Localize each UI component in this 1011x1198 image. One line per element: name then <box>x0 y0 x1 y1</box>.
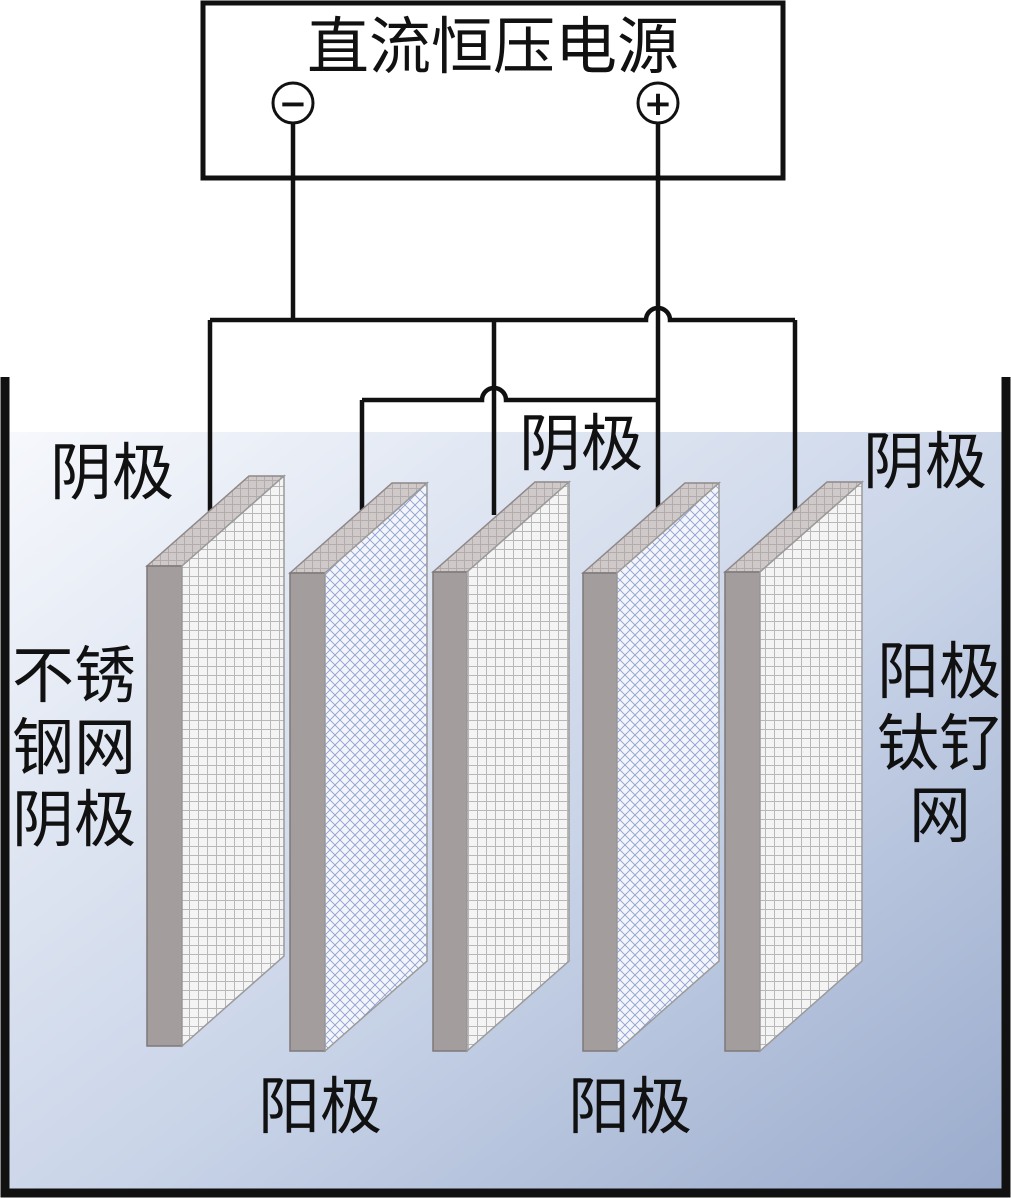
label-anode-material-line3: 网 <box>909 779 971 852</box>
plate-anode-2 <box>581 481 721 1053</box>
tank-walls <box>0 377 1011 1198</box>
electrode-plates <box>145 474 864 1053</box>
plate-anode-1 <box>288 481 429 1053</box>
label-anode-material-line1: 阳极 <box>877 635 1001 708</box>
anode-bus <box>362 385 658 403</box>
label-anode-right: 阳极 <box>568 1070 692 1143</box>
dc-power-supply: 直流恒压电源 − + <box>200 0 786 181</box>
label-cathode-left: 阴极 <box>50 436 174 509</box>
label-cathode-material-line1: 不锈 <box>12 639 136 712</box>
cathode-bus <box>210 305 795 323</box>
label-cathode-right: 阴极 <box>863 425 987 498</box>
plate-cathode-1 <box>145 474 286 1048</box>
wiring <box>207 123 798 515</box>
label-anode-left: 阳极 <box>258 1070 382 1143</box>
plate-cathode-3 <box>723 480 864 1053</box>
label-anode-material-line2: 钛钌 <box>877 707 1001 780</box>
label-cathode-material-line2: 钢网 <box>12 711 136 784</box>
positive-terminal-sign: + <box>644 84 673 124</box>
label-cathode-center: 阴极 <box>519 407 643 480</box>
labels: 阴极 阴极 阴极 阳极 阳极 不锈 钢网 阴极 阳极 钛钌 网 <box>12 407 1001 1143</box>
power-supply-label: 直流恒压电源 <box>307 10 679 83</box>
label-cathode-material-line3: 阴极 <box>12 783 136 856</box>
negative-terminal-sign: − <box>279 84 308 124</box>
plate-cathode-2 <box>431 480 571 1053</box>
